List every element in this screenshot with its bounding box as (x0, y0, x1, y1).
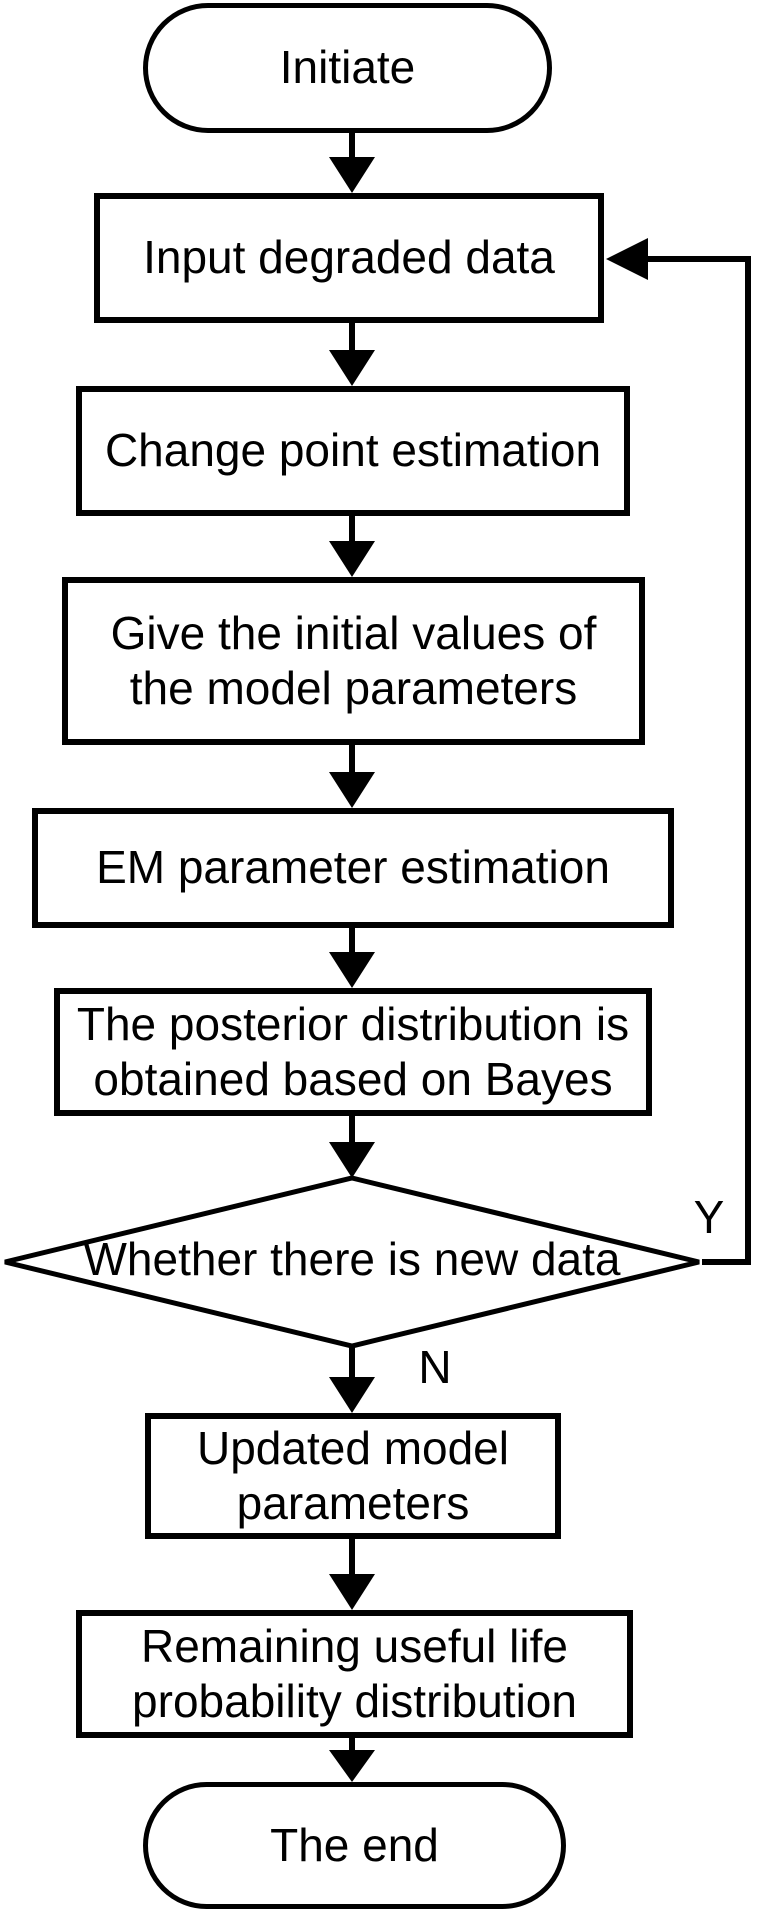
process-posterior-distribution: The posterior distribution is obtained b… (54, 988, 652, 1116)
yes-loop-arrowhead (606, 238, 648, 280)
arrow-updated-to-rul (329, 1539, 375, 1610)
arrow-decision-to-updated (329, 1346, 375, 1413)
process-change-point-estimation: Change point estimation (76, 386, 630, 516)
arrow-input-to-change-point (329, 323, 375, 386)
posterior-label-line1: The posterior distribution is (76, 997, 630, 1050)
arrow-rul-to-end (329, 1738, 375, 1782)
initial-values-label-line1: Give the initial values of (110, 606, 597, 659)
start-label: Initiate (279, 41, 416, 94)
rul-label-line1: Remaining useful life (140, 1619, 568, 1672)
arrow-initial-values-to-em (329, 745, 375, 808)
arrow-posterior-to-decision (329, 1116, 375, 1178)
change-point-label: Change point estimation (104, 424, 602, 477)
end-terminator: The end (143, 1782, 566, 1909)
process-input-degraded-data: Input degraded data (94, 193, 604, 323)
updated-label-line1: Updated model (197, 1421, 509, 1474)
process-remaining-useful-life: Remaining useful life probability distri… (76, 1610, 633, 1738)
arrow-change-point-to-initial-values (329, 516, 375, 577)
rul-label-line2: probability distribution (132, 1675, 577, 1727)
posterior-label-line2: obtained based on Bayes (93, 1053, 613, 1105)
start-terminator: Initiate (143, 3, 552, 133)
end-label: The end (270, 1818, 439, 1871)
updated-label-line2: parameters (236, 1477, 470, 1529)
decision-diamond-shape (4, 1175, 700, 1349)
process-em-parameter-estimation: EM parameter estimation (32, 808, 674, 928)
branch-label-no: N (418, 1341, 452, 1393)
process-updated-model-parameters: Updated model parameters (145, 1413, 561, 1539)
arrow-em-to-posterior (329, 928, 375, 988)
initial-values-label-line2: the model parameters (129, 662, 578, 714)
em-label: EM parameter estimation (96, 841, 610, 894)
decision-question-label: Whether there is new data (83, 1233, 621, 1285)
yes-loop-connector (648, 256, 751, 1265)
process-initial-values: Give the initial values of the model par… (62, 577, 645, 745)
branch-label-yes: Y (693, 1191, 725, 1243)
arrow-initiate-to-input (329, 133, 375, 193)
input-label: Input degraded data (143, 231, 555, 284)
